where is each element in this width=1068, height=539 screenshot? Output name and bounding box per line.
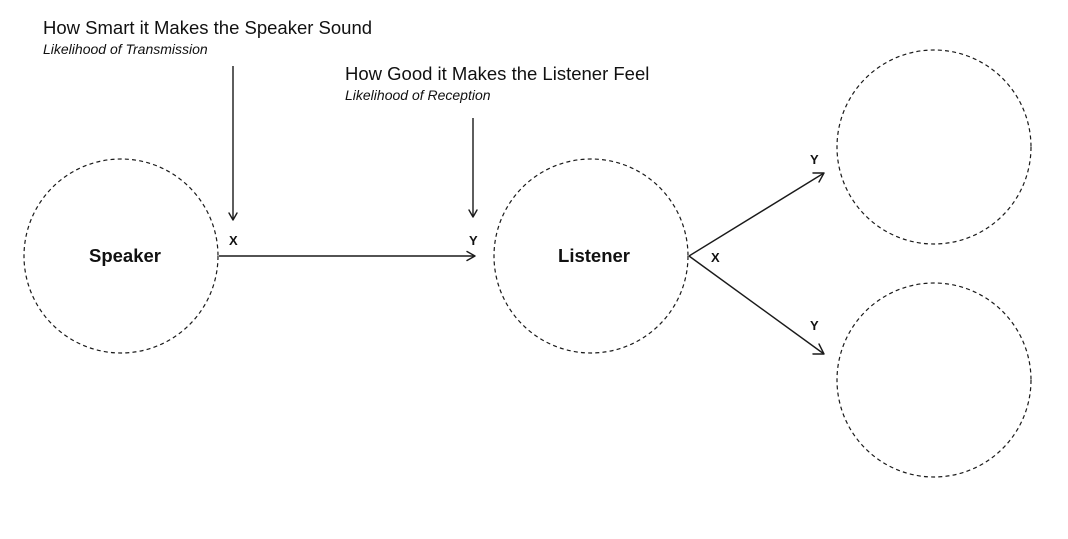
next-bottom-in-marker: Y [810, 318, 819, 333]
speaker-label: Speaker [89, 245, 161, 266]
listener-to-next-top-arrow [688, 172, 825, 257]
listener-to-next-bottom-arrow [688, 255, 825, 355]
transmission-pointer-arrow [228, 66, 238, 221]
speaker-node: Speaker [23, 158, 219, 354]
transmission-title: How Smart it Makes the Speaker Sound [43, 17, 372, 38]
reception-pointer-arrow [468, 118, 478, 218]
listener-in-marker: Y [469, 233, 478, 248]
reception-title: How Good it Makes the Listener Feel [345, 63, 649, 84]
speaker-to-listener-arrow [219, 250, 476, 262]
next-node-bottom [836, 282, 1032, 478]
next-node-top [836, 49, 1032, 245]
speaker-out-marker: X [229, 233, 238, 248]
reception-subtitle: Likelihood of Reception [345, 87, 491, 103]
listener-label: Listener [558, 245, 630, 266]
transmission-subtitle: Likelihood of Transmission [43, 41, 208, 57]
listener-node: Listener [493, 158, 689, 354]
next-top-in-marker: Y [810, 152, 819, 167]
listener-out-marker: X [711, 250, 720, 265]
